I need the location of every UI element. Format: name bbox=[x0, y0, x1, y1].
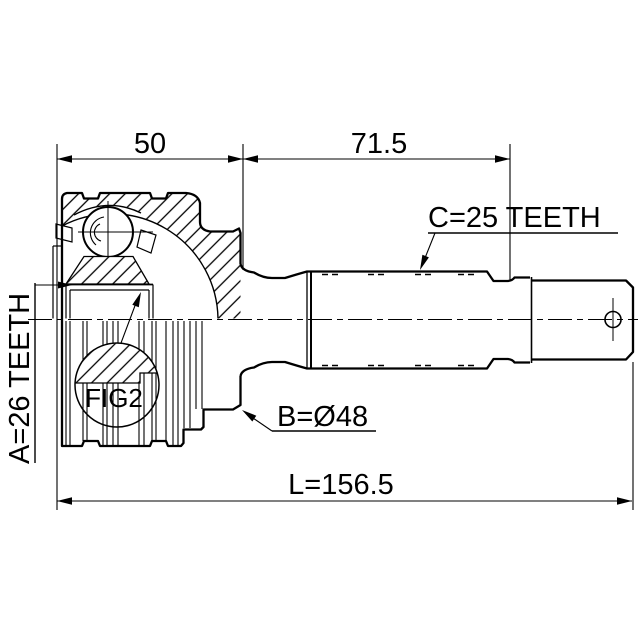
fig2-detail-callout bbox=[74, 292, 160, 428]
dim-text-length: L=156.5 bbox=[288, 469, 394, 501]
inner-race-section bbox=[64, 255, 151, 285]
fig2-circle bbox=[74, 342, 160, 428]
dimension-arrows bbox=[57, 155, 632, 505]
fig2-leader-line bbox=[120, 302, 137, 344]
spline-teeth-dashes bbox=[322, 273, 474, 367]
label-shaft-spline: C=25 TEETH bbox=[420, 202, 618, 270]
fig2-leader-arrow bbox=[132, 292, 141, 308]
label-shaft-spline-text: C=25 TEETH bbox=[428, 202, 601, 234]
dim-text-50: 50 bbox=[134, 128, 166, 160]
label-flange-diameter-text: B=Ø48 bbox=[277, 401, 368, 433]
spline-bore bbox=[52, 245, 154, 319]
housing-section bbox=[52, 193, 241, 319]
dimension-lines bbox=[56, 144, 634, 510]
housing-hatch-area bbox=[62, 193, 241, 319]
cage-section-left bbox=[55, 223, 73, 243]
dim-text-71-5: 71.5 bbox=[351, 128, 407, 160]
fig2-text: FIG2 bbox=[85, 383, 143, 413]
cage-section-right bbox=[136, 229, 157, 254]
label-bore-spline-text: A=26 TEETH bbox=[4, 293, 36, 464]
housing-outline bbox=[60, 191, 242, 448]
label-bore-spline: A=26 TEETH bbox=[4, 281, 72, 464]
label-flange-diameter: B=Ø48 bbox=[242, 401, 376, 433]
